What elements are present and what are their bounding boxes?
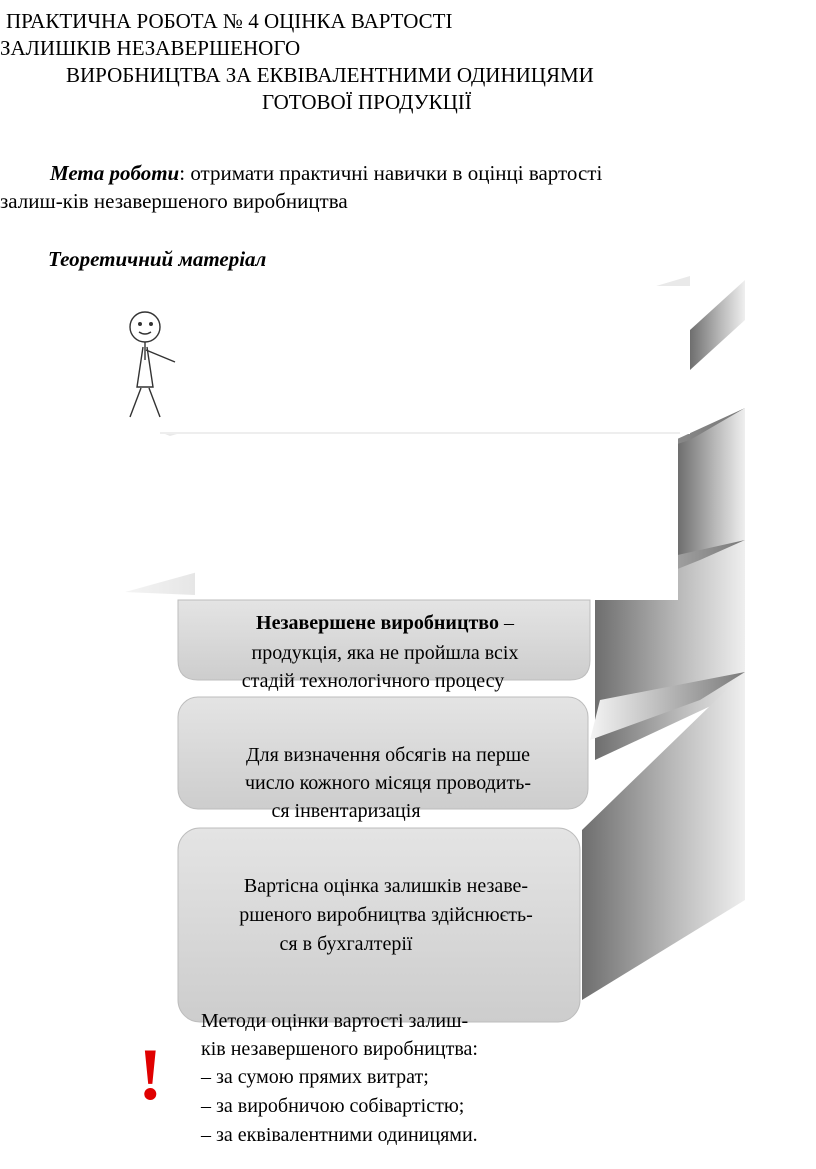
- step-3-line-3: ся в бухгалтерії: [279, 933, 413, 955]
- theory-heading: Теоретичний матеріал: [48, 247, 267, 271]
- methods-heading-2: ків незавершеного виробництва:: [201, 1038, 478, 1060]
- methods-item-3: – за еквівалентними одиницями.: [201, 1124, 478, 1146]
- title-line-4: ГОТОВОЇ ПРОДУКЦІЇ: [262, 90, 472, 114]
- step-box-2: [177, 696, 589, 810]
- goal-text: : отримати практичні навички в оцінці ва…: [179, 161, 603, 185]
- stair-tread-2: [125, 408, 745, 595]
- step-1-term: Незавершене виробництво: [256, 612, 499, 634]
- title-line-3: ВИРОБНИЦТВА ЗА ЕКВІВАЛЕНТНИМИ ОДИНИЦЯМИ: [66, 63, 594, 87]
- stair-panel-1: [160, 286, 690, 434]
- stair-panel-2: [195, 436, 678, 600]
- step-1-line-3: стадій технологічного процесу: [241, 670, 505, 692]
- methods-item-2: – за виробничою собівартістю;: [201, 1095, 465, 1117]
- step-1-line-1: Незавершене виробництво –: [196, 609, 574, 637]
- methods-heading-1: Методи оцінки вартості залиш-: [201, 1010, 469, 1032]
- title-line-2: ЗАЛИШКІВ НЕЗАВЕРШЕНОГО: [0, 36, 301, 60]
- step-box-3: [177, 827, 581, 1023]
- goal-line-2: залиш-ків незавершеного виробництва: [0, 189, 348, 213]
- title-line-1: ПРАКТИЧНА РОБОТА № 4 ОЦІНКА ВАРТОСТІ: [6, 9, 453, 33]
- goal-line-1: Мета роботи: отримати практичні навички …: [50, 160, 602, 187]
- exclamation-icon: !: [138, 1034, 163, 1116]
- step-2-line-3: ся інвентаризація: [271, 800, 421, 822]
- stair-tread-4: [590, 672, 745, 740]
- step-3-line-2: ршеного виробництва здійснюєть-: [239, 904, 533, 926]
- step-1-line-2: продукція, яка не пройшла всіх: [251, 642, 519, 664]
- stair-side-4: [582, 672, 745, 1000]
- step-2-line-1: Для визначення обсягів на перше: [245, 744, 531, 766]
- stick-figure-icon: [129, 311, 176, 418]
- step-box-1: [177, 599, 591, 681]
- goal-label: Мета роботи: [50, 161, 180, 185]
- methods-item-1: – за сумою прямих витрат;: [201, 1066, 429, 1088]
- step-3-line-1: Вартісна оцінка залишків незаве-: [243, 875, 529, 897]
- step-2-line-2: число кожного місяця проводить-: [244, 772, 532, 794]
- step-1-dash: –: [498, 612, 514, 634]
- stair-side-1: [690, 280, 745, 370]
